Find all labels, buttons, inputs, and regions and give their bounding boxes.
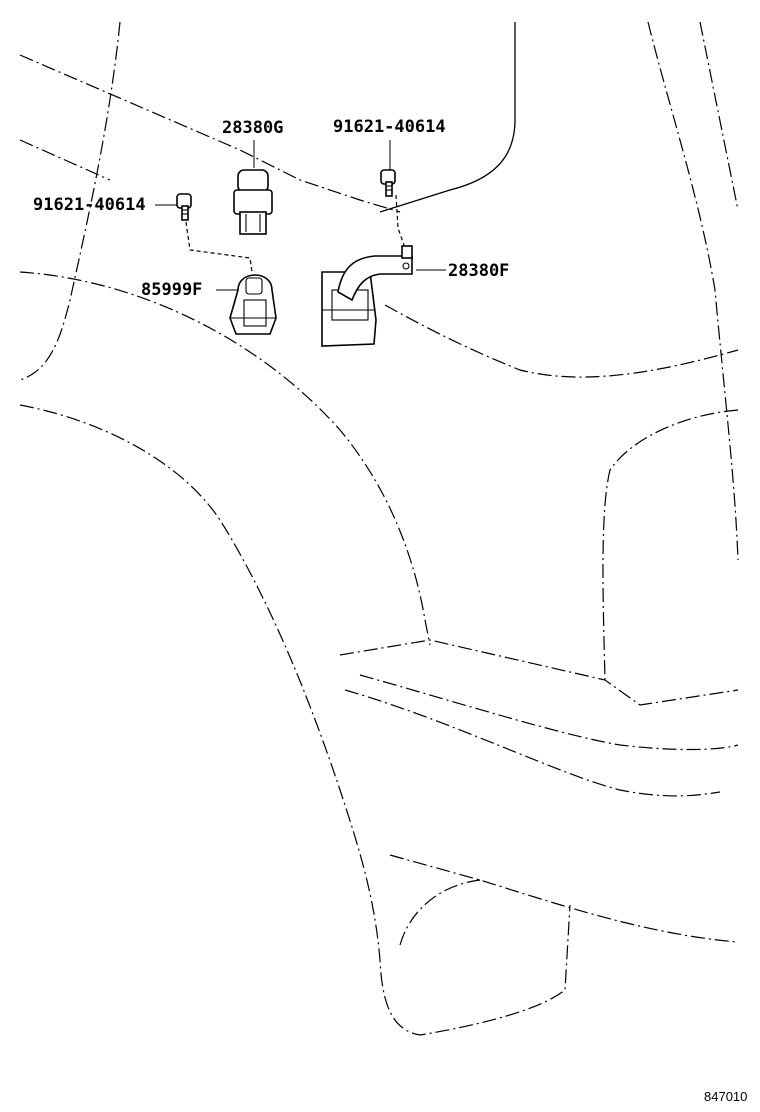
label-bolt-left: 91621-40614 bbox=[33, 195, 146, 215]
body-outline bbox=[19, 21, 739, 1036]
label-clip: 85999F bbox=[141, 280, 203, 300]
bolt-right-part bbox=[380, 169, 396, 197]
assembly-lines bbox=[185, 194, 406, 273]
leader-lines bbox=[155, 140, 446, 291]
connector-lower-part bbox=[321, 245, 413, 347]
label-connector-lower: 28380F bbox=[448, 261, 510, 281]
clip-part bbox=[229, 274, 277, 335]
diagram-code: 847010 bbox=[704, 1089, 748, 1104]
label-connector-upper: 28380G bbox=[222, 118, 284, 138]
connector-upper-part bbox=[233, 169, 273, 235]
label-bolt-right: 91621-40614 bbox=[333, 117, 446, 137]
bolt-left-part bbox=[176, 193, 192, 221]
